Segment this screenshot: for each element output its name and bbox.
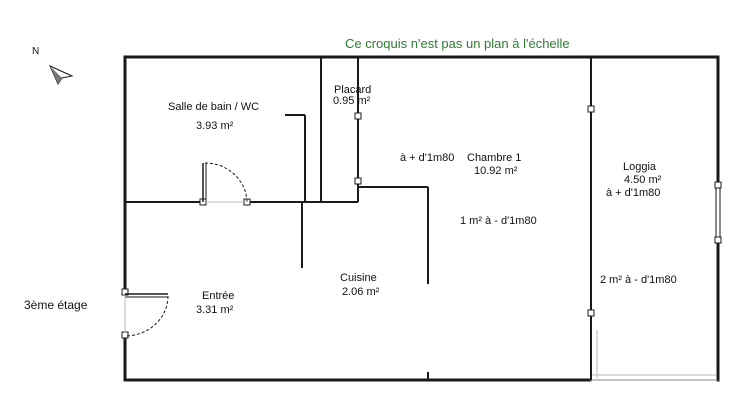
- room-area-placard: 0.95 m²: [333, 95, 371, 107]
- loggia-height-note: à + d'1m80: [606, 187, 661, 199]
- floor-label: 3ème étage: [24, 298, 88, 312]
- room-name-loggia: Loggia: [623, 161, 657, 173]
- room-name-entree: Entrée: [202, 290, 235, 302]
- room-area-cuisine: 2.06 m²: [342, 286, 380, 298]
- entrance-door: [124, 293, 169, 337]
- room-name-chambre: Chambre 1: [467, 152, 522, 164]
- loggia-low-note: 2 m² à - d'1m80: [600, 274, 677, 286]
- room-area-entree: 3.31 m²: [196, 304, 234, 316]
- room-name-placard: Placard: [334, 84, 372, 96]
- outer-walls: [123, 55, 720, 382]
- north-arrow-icon: [49, 65, 74, 86]
- chambre-low-note: 1 m² à - d'1m80: [460, 215, 537, 227]
- room-area-loggia: 4.50 m²: [624, 174, 662, 186]
- room-area-bathroom: 3.93 m²: [196, 120, 234, 132]
- room-name-cuisine: Cuisine: [340, 272, 377, 284]
- loggia-window: [714, 181, 722, 244]
- room-name-bathroom: Salle de bain / WC: [168, 101, 260, 113]
- room-area-chambre: 10.92 m²: [474, 165, 518, 177]
- bathroom-door: [202, 162, 248, 203]
- chambre-height-note: à + d'1m80: [400, 152, 455, 164]
- scale-disclaimer: Ce croquis n'est pas un plan à l'échelle: [345, 36, 570, 51]
- north-label: N: [32, 46, 40, 57]
